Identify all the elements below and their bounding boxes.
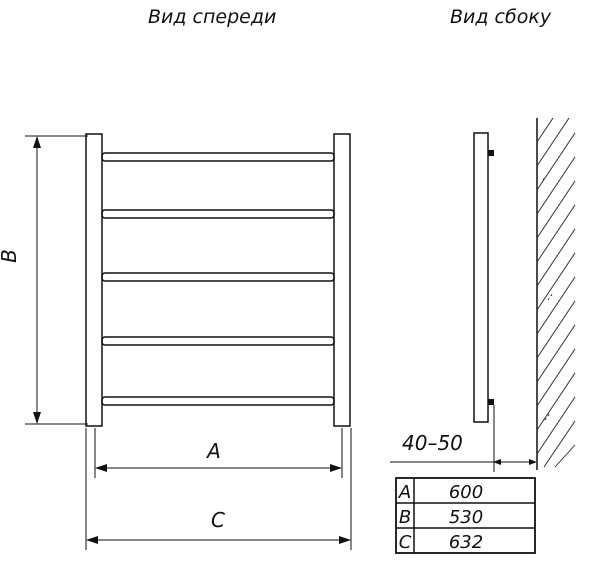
rung-4 bbox=[101, 336, 335, 346]
front-view-title: Вид спереди bbox=[148, 6, 276, 28]
rung-1 bbox=[101, 152, 335, 162]
dimension-table: A 600 B 530 C 632 bbox=[395, 477, 536, 554]
side-view: 40–50 bbox=[390, 117, 576, 472]
dimension-a: A bbox=[94, 428, 343, 478]
dimension-wall-gap: 40–50 bbox=[390, 405, 537, 472]
b-label: B bbox=[0, 249, 21, 263]
a-label: A bbox=[205, 439, 221, 463]
table-value-a: 600 bbox=[449, 482, 483, 503]
table-border bbox=[395, 477, 536, 554]
wall-hatching bbox=[536, 117, 576, 468]
wall-gap-label: 40–50 bbox=[402, 431, 463, 455]
table-key-b: B bbox=[399, 507, 411, 528]
table-key-c: C bbox=[399, 532, 412, 553]
right-post bbox=[333, 133, 351, 427]
side-bracket-bottom bbox=[488, 399, 494, 405]
table-key-a: A bbox=[398, 482, 411, 503]
rungs bbox=[101, 152, 335, 406]
rung-3 bbox=[101, 272, 335, 282]
front-view: B A C bbox=[0, 133, 352, 550]
dimension-c: C bbox=[85, 428, 352, 550]
side-bracket-top bbox=[488, 150, 494, 156]
side-post bbox=[473, 132, 489, 423]
dimension-b: B bbox=[0, 135, 88, 425]
table-value-c: 632 bbox=[449, 532, 483, 553]
rung-2 bbox=[101, 209, 335, 219]
rung-5 bbox=[101, 396, 335, 406]
side-view-title: Вид сбоку bbox=[450, 6, 552, 28]
table-value-b: 530 bbox=[449, 507, 483, 528]
left-post bbox=[85, 133, 103, 427]
c-label: C bbox=[211, 508, 225, 532]
